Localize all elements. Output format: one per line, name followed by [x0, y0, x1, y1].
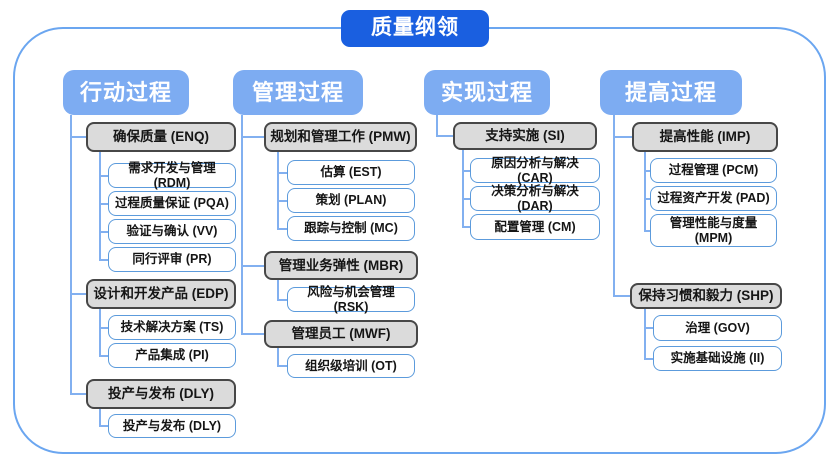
connector-line [70, 393, 86, 395]
connector-line [99, 152, 101, 260]
connector-line [277, 299, 287, 301]
leaf-node-cm: 配置管理 (CM) [470, 214, 600, 240]
group-node-si: 支持实施 (SI) [453, 122, 597, 150]
connector-line [241, 333, 264, 335]
connector-line [99, 425, 108, 427]
connector-line [99, 309, 101, 356]
connector-line [277, 172, 287, 174]
connector-line [277, 200, 287, 202]
leaf-node-gov: 治理 (GOV) [653, 315, 782, 341]
connector-line [613, 115, 615, 296]
connector-line [277, 152, 279, 229]
connector-line [99, 231, 108, 233]
connector-line [70, 115, 72, 394]
connector-line [99, 409, 101, 426]
connector-line [277, 228, 287, 230]
group-node-dly: 投产与发布 (DLY) [86, 379, 236, 409]
group-node-imp: 提高性能 (IMP) [632, 122, 778, 152]
leaf-node-ts: 技术解决方案 (TS) [108, 315, 236, 340]
connector-line [462, 226, 470, 228]
connector-line [644, 230, 650, 232]
leaf-node-vv: 验证与确认 (VV) [108, 219, 236, 244]
connector-line [462, 198, 470, 200]
diagram-title: 质量纲领 [341, 10, 489, 47]
group-node-edp: 设计和开发产品 (EDP) [86, 279, 236, 309]
leaf-node-rsk: 风险与机会管理 (RSK) [287, 285, 415, 314]
leaf-node-mc: 跟踪与控制 (MC) [287, 216, 415, 241]
connector-line [644, 358, 653, 360]
leaf-node-pi: 产品集成 (PI) [108, 343, 236, 368]
leaf-node-pad: 过程资产开发 (PAD) [650, 186, 777, 211]
leaf-node-mpm: 管理性能与度量 (MPM) [650, 214, 777, 247]
connector-line [644, 170, 650, 172]
connector-line [99, 259, 108, 261]
leaf-node-pcm: 过程管理 (PCM) [650, 158, 777, 183]
connector-line [644, 327, 653, 329]
connector-line [644, 309, 646, 359]
group-node-mbr: 管理业务弹性 (MBR) [264, 251, 418, 280]
connector-line [644, 152, 646, 231]
connector-line [99, 327, 108, 329]
leaf-node-pr: 同行评审 (PR) [108, 247, 236, 272]
connector-line [99, 175, 108, 177]
connector-line [644, 198, 650, 200]
connector-line [613, 295, 630, 297]
connector-line [462, 170, 470, 172]
leaf-node-ot: 组织级培训 (OT) [287, 354, 415, 378]
connector-line [241, 115, 243, 334]
group-node-mwf: 管理员工 (MWF) [264, 320, 418, 348]
connector-line [99, 203, 108, 205]
leaf-node-est: 估算 (EST) [287, 160, 415, 185]
connector-line [277, 365, 287, 367]
leaf-node-dar: 决策分析与解决 (DAR) [470, 184, 600, 213]
leaf-node-pqa: 过程质量保证 (PQA) [108, 191, 236, 216]
leaf-node-ii: 实施基础设施 (II) [653, 346, 782, 371]
leaf-node-car: 原因分析与解决 (CAR) [470, 156, 600, 185]
leaf-node-plan: 策划 (PLAN) [287, 188, 415, 213]
column-header-action-process: 行动过程 [63, 70, 189, 115]
column-header-management-process: 管理过程 [233, 70, 363, 115]
column-header-improvement-process: 提高过程 [600, 70, 742, 115]
connector-line [436, 115, 438, 136]
leaf-node-dly: 投产与发布 (DLY) [108, 414, 236, 438]
connector-line [277, 348, 279, 366]
leaf-node-rdm: 需求开发与管理 (RDM) [108, 161, 236, 190]
connector-line [613, 136, 632, 138]
connector-line [462, 150, 464, 227]
group-node-pmw: 规划和管理工作 (PMW) [264, 122, 417, 152]
connector-line [70, 293, 86, 295]
group-node-enq: 确保质量 (ENQ) [86, 122, 236, 152]
connector-line [70, 136, 86, 138]
group-node-shp: 保持习惯和毅力 (SHP) [630, 283, 782, 309]
connector-line [99, 355, 108, 357]
connector-line [241, 265, 264, 267]
connector-line [241, 136, 264, 138]
connector-line [436, 135, 453, 137]
connector-line [277, 280, 279, 300]
column-header-realization-process: 实现过程 [424, 70, 550, 115]
